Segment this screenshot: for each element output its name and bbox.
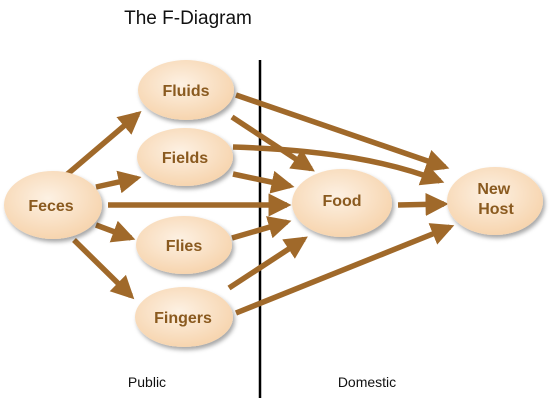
node-food: Food [292,169,392,237]
node-fingers-label: Fingers [154,310,212,327]
node-food-shape [292,169,392,237]
edge-fluids-host [235,92,450,172]
node-new-host-shape [447,167,543,235]
node-feces: Feces [4,171,102,239]
region-label-public: Public [128,374,166,390]
node-fingers-shape [135,287,233,347]
edges [62,92,455,316]
node-flies-label: Flies [166,238,203,255]
node-food-label: Food [322,193,361,210]
node-fingers: Fingers [135,287,233,347]
edge-food-host [397,192,449,216]
edge-feces-fingers [72,238,135,300]
node-new-host: New Host [447,167,543,235]
node-fields-label: Fields [162,150,208,167]
node-fields: Fields [137,128,233,186]
edge-feces-fields [95,170,142,194]
node-feces-shape [4,171,102,239]
edge-fingers-food [227,236,308,291]
edge-fields-food [232,170,295,194]
edge-fingers-host [234,223,455,316]
node-new-host-label: New Host [477,181,514,218]
node-feces-label: Feces [28,198,73,215]
region-label-domestic: Domestic [338,374,396,390]
node-fluids-shape [138,60,234,120]
edge-feces-flies [95,220,136,243]
edge-feces-fluids [62,111,142,180]
edge-flies-food [231,216,292,241]
diagram-title: The F-Diagram [124,8,252,29]
node-fluids-label: Fluids [162,83,209,100]
node-flies-shape [136,216,232,274]
node-flies: Flies [136,216,232,274]
edge-fluids-food [230,114,315,172]
edge-fields-host [232,144,445,186]
node-fields-shape [137,128,233,186]
node-fluids: Fluids [138,60,234,120]
